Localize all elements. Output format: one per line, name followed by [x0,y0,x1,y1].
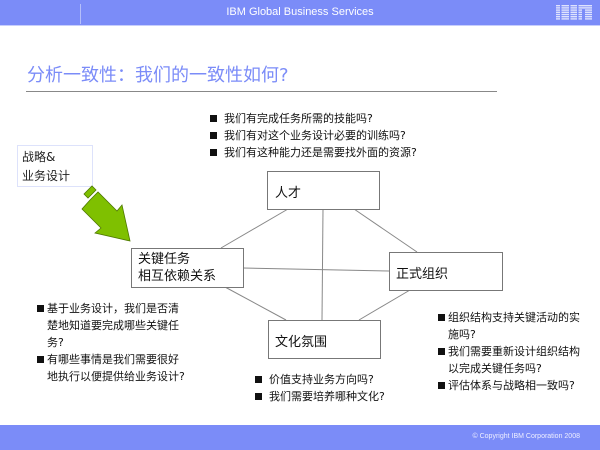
ibm-logo-icon [556,5,592,20]
bullet-square-icon [210,115,217,122]
list-item: 我们有完成任务所需的技能吗? [210,110,417,127]
bullet-square-icon [255,393,262,400]
node-key-tasks: 关键任务 相互依赖关系 [131,248,244,288]
list-item: 有哪些事情是我们需要很好地执行以便提供给业务设计? [37,351,187,385]
list-item: 组织结构支持关键活动的实施吗? [438,309,588,343]
strategy-label-2: 业务设计 [22,169,71,183]
list-item: 评估体系与战略相一致吗? [438,377,588,394]
strategy-label-1: 战略& [22,150,56,164]
bullet-square-icon [210,132,217,139]
header-title: IBM Global Business Services [226,6,374,18]
bullet-square-icon [210,149,217,156]
people-questions: 我们有完成任务所需的技能吗? 我们有对这个业务设计必要的训练吗? 我们有这种能力… [210,110,417,161]
list-item: 我们有这种能力还是需要找外面的资源? [210,144,417,161]
task-questions: 基于业务设计，我们是否清楚地知道要完成哪些关键任务? 有哪些事情是我们需要很好地… [37,300,187,385]
list-item: 我们需要重新设计组织结构以完成关键任务吗? [438,343,588,377]
bullet-square-icon [438,314,445,321]
list-item: 我们需要培养哪种文化? [255,388,385,405]
bullet-square-icon [37,305,44,312]
header-bar: IBM Global Business Services [0,0,600,26]
title-divider [26,91,497,92]
bullet-square-icon [438,348,445,355]
page-title: 分析一致性：我们的一致性如何? [27,65,289,86]
bullet-square-icon [255,376,262,383]
green-arrow-icon [81,185,131,242]
header-divider [80,4,81,24]
copyright-text: © Copyright IBM Corporation 2008 [472,433,581,440]
bullet-square-icon [438,382,445,389]
list-item: 价值支持业务方向吗? [255,371,385,388]
node-people: 人才 [267,171,380,210]
culture-questions: 价值支持业务方向吗? 我们需要培养哪种文化? [255,371,385,405]
bullet-square-icon [37,356,44,363]
footer-bar: © Copyright IBM Corporation 2008 [0,425,600,450]
node-formal-org: 正式组织 [389,252,503,291]
strategy-box: 战略& 业务设计 [17,145,93,187]
list-item: 基于业务设计，我们是否清楚地知道要完成哪些关键任务? [37,300,187,351]
org-questions: 组织结构支持关键活动的实施吗? 我们需要重新设计组织结构以完成关键任务吗? 评估… [438,309,588,394]
node-culture: 文化氛围 [268,320,381,359]
list-item: 我们有对这个业务设计必要的训练吗? [210,127,417,144]
